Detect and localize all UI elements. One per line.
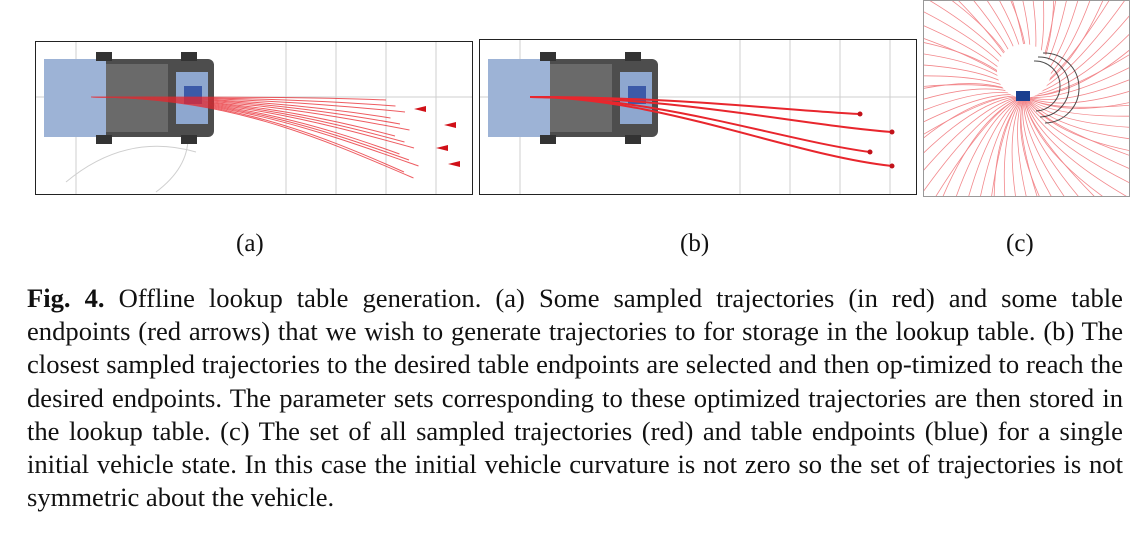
figure-panel-c: [923, 0, 1130, 197]
subfigure-label-b: (b): [680, 230, 710, 257]
all-trajectories-plot: [924, 1, 1129, 196]
vehicle-icon: [1016, 91, 1030, 101]
figure-panel-b: [479, 39, 917, 195]
optimized-trajectories-plot: [480, 40, 916, 194]
subfigure-label-a: (a): [236, 230, 264, 257]
figure-caption: Fig. 4. Offline lookup table generation.…: [27, 282, 1123, 514]
sampled-trajectories-plot: [36, 42, 472, 194]
subfigure-label-c: (c): [1006, 230, 1034, 257]
figure-panel-a: [35, 41, 473, 195]
figure-number: Fig. 4.: [27, 283, 105, 313]
caption-text: Offline lookup table generation. (a) Som…: [27, 283, 1123, 513]
